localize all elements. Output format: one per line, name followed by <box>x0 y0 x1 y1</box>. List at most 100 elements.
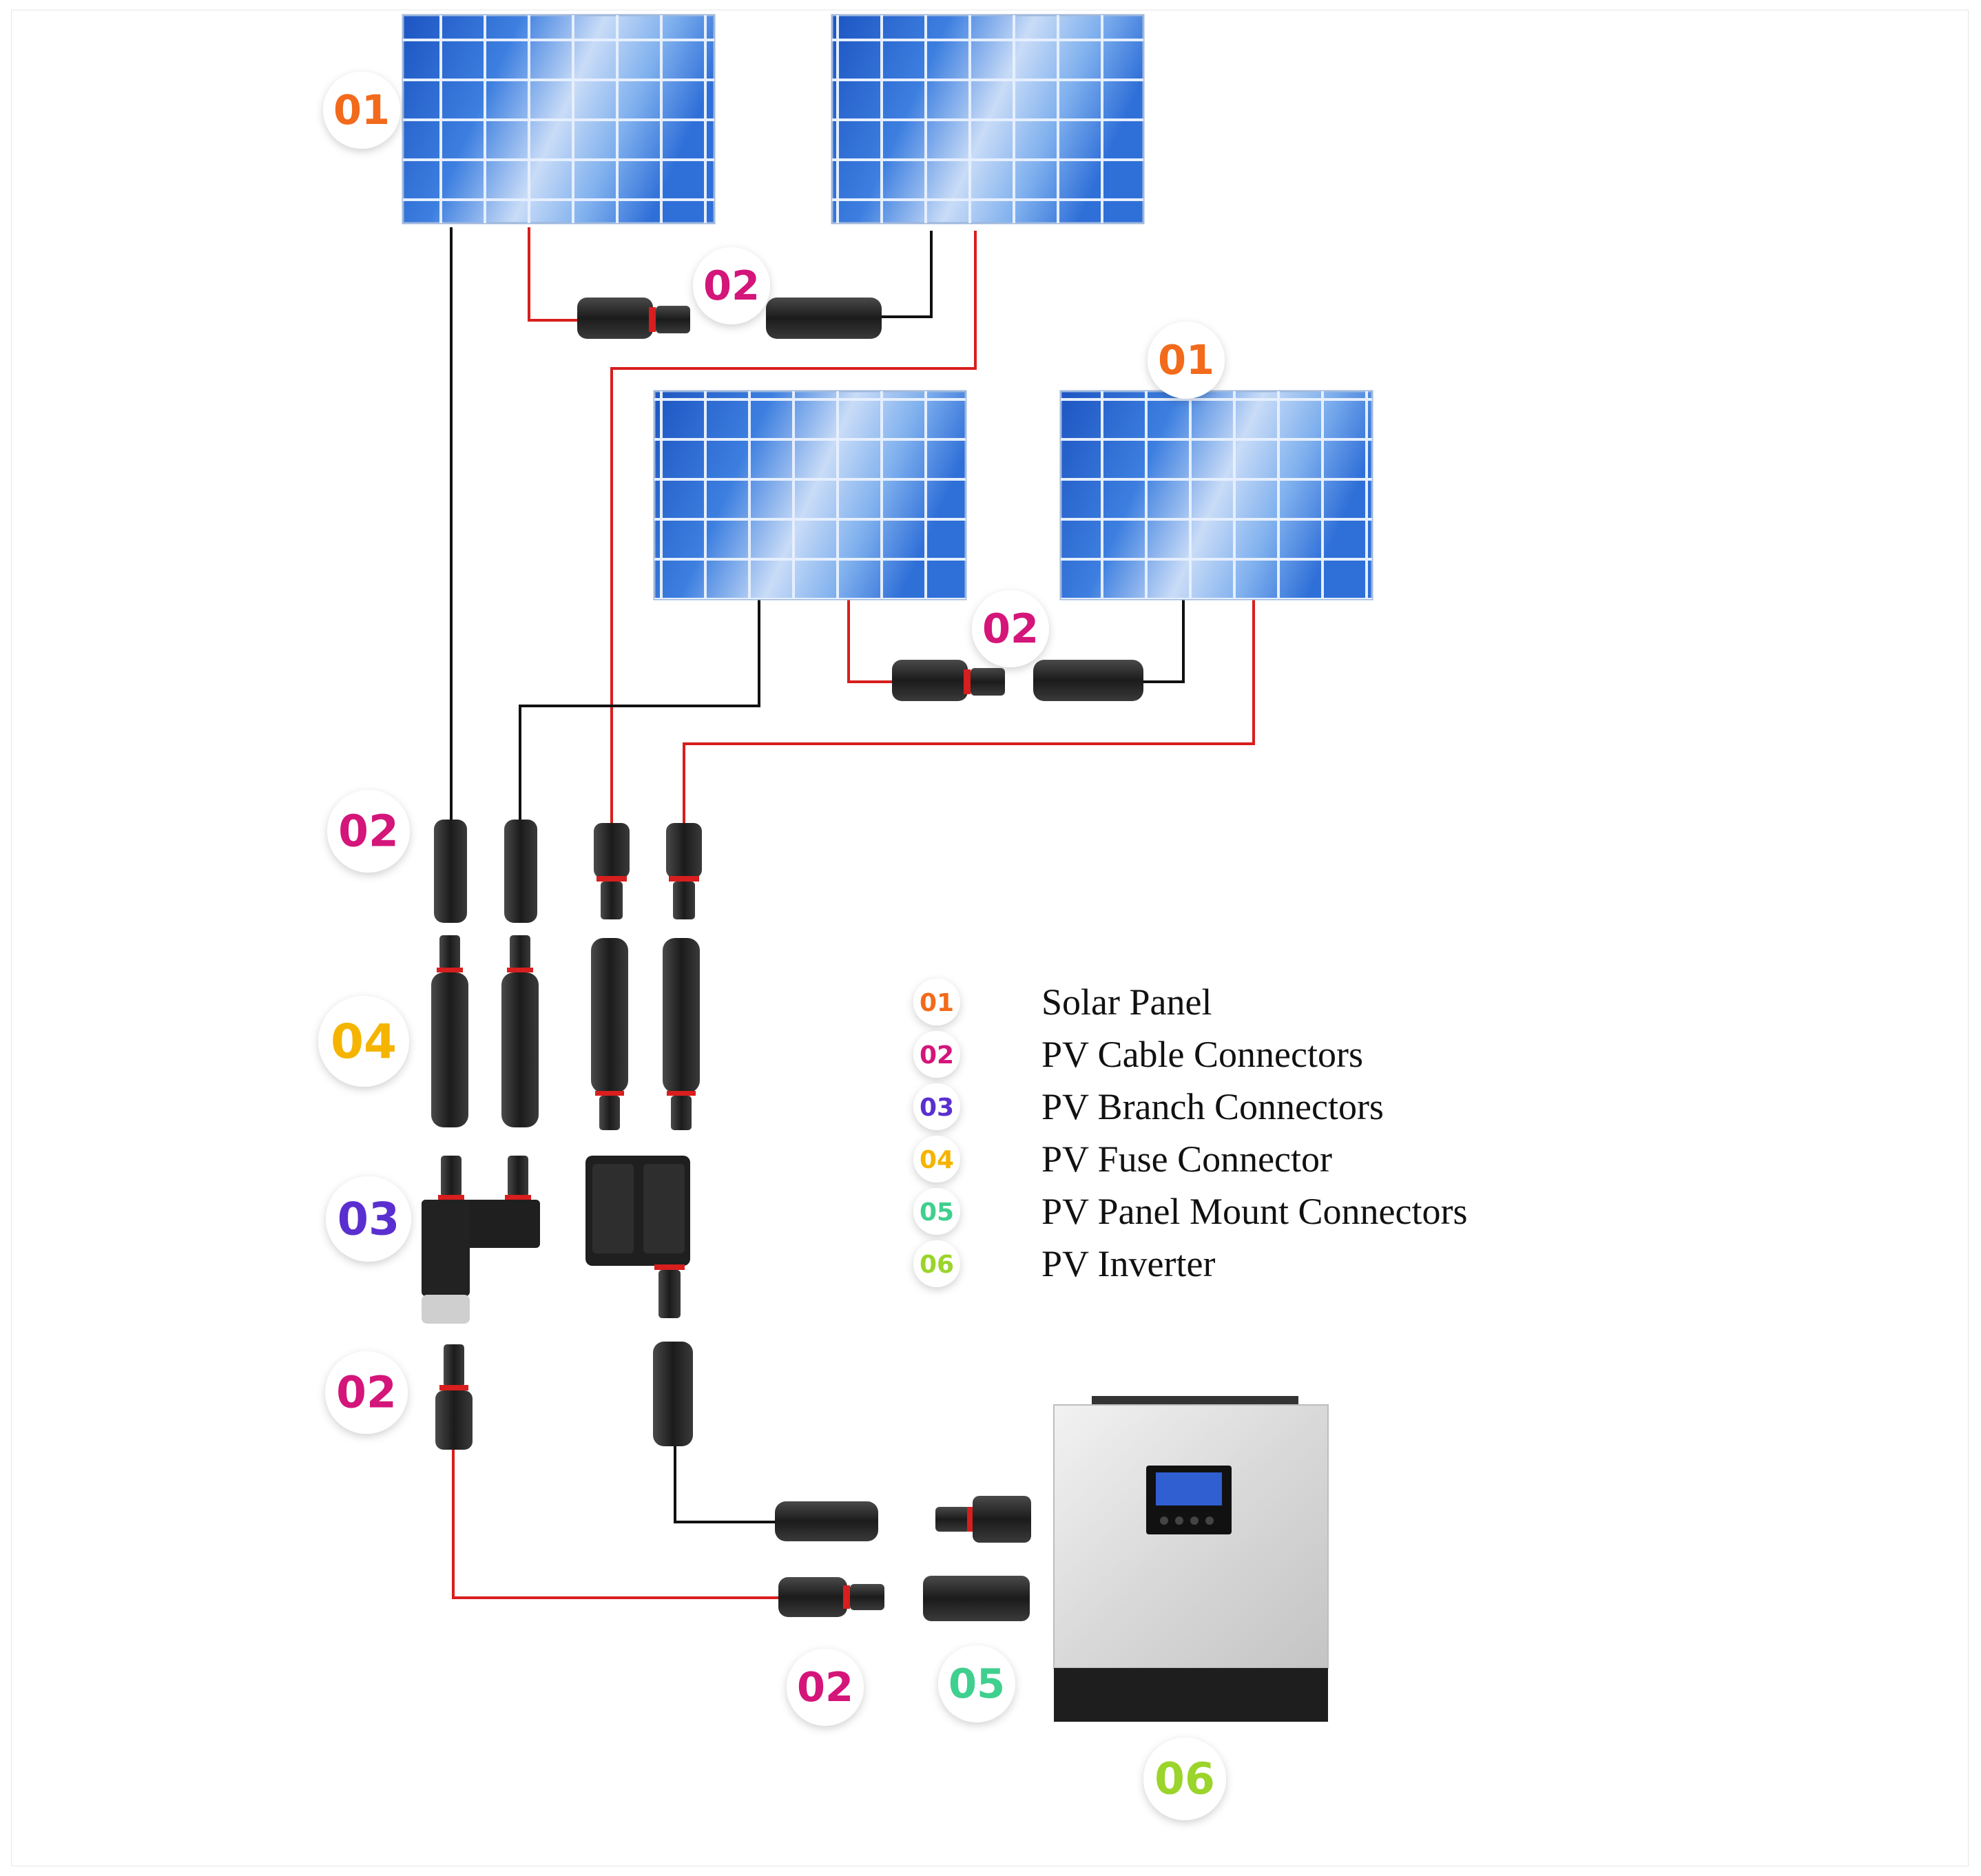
vertical-connectors <box>422 820 702 1450</box>
badge-circle <box>327 790 410 873</box>
wire-red-mid-array <box>683 599 1255 823</box>
legend-badge <box>913 1136 960 1182</box>
wire-red-top-series <box>528 227 577 322</box>
legend: 01 Solar Panel 02 PV Cable Connectors 03 PV B… <box>913 979 1468 1287</box>
badge-circle <box>1148 322 1225 399</box>
legend-item-01: 01 Solar Panel <box>913 979 1212 1025</box>
badge-05: 05 <box>938 1645 1015 1722</box>
badge-number: 02 <box>797 1663 853 1711</box>
legend-label: PV Fuse Connector <box>1041 1138 1332 1180</box>
badge-03: 03 <box>326 1176 411 1262</box>
badge-circle <box>318 996 409 1087</box>
mc4-male-connector-icon <box>778 1577 884 1617</box>
number-badges: 01 02 01 02 02 04 03 02 02 05 06 <box>318 72 1226 1820</box>
badge-04: 04 <box>318 996 409 1087</box>
inline-fuse-icon <box>591 938 628 1130</box>
wires <box>450 227 1255 1599</box>
legend-number: 04 <box>920 1146 954 1174</box>
badge-number: 06 <box>1154 1754 1215 1804</box>
legend-badge <box>913 1031 960 1078</box>
wire-black-top-series <box>882 231 933 318</box>
mc4-male-connector-icon <box>435 1344 473 1450</box>
wire-black-mid-series <box>1143 599 1185 683</box>
badge-circle <box>325 1351 408 1434</box>
mc4-male-connector-icon <box>577 298 690 339</box>
legend-badge <box>913 1240 960 1287</box>
legend-number: 06 <box>920 1251 954 1279</box>
mc4-female-connector-icon <box>775 1501 878 1541</box>
badge-number: 02 <box>982 605 1039 652</box>
panel-mount-connector-icon <box>923 1576 1030 1621</box>
legend-label: PV Cable Connectors <box>1041 1034 1363 1075</box>
badge-02: 02 <box>693 247 770 324</box>
solar-panel-icon <box>1059 390 1373 601</box>
badge-number: 03 <box>338 1194 400 1245</box>
badge-number: 02 <box>336 1368 397 1418</box>
legend-item-05: 05 PV Panel Mount Connectors <box>913 1188 1468 1235</box>
badge-06: 06 <box>1143 1738 1226 1820</box>
wire-red-mid-series <box>847 599 892 683</box>
mc4-male-connector-icon <box>666 823 702 919</box>
mc4-female-connector-icon <box>504 820 537 923</box>
legend-number: 01 <box>920 989 954 1017</box>
mc4-female-connector-icon <box>434 820 467 923</box>
badge-circle <box>326 1176 411 1262</box>
solar-panel-icon <box>831 14 1145 225</box>
inline-fuse-icon <box>431 935 468 1127</box>
badge-number: 04 <box>331 1014 397 1070</box>
wire-red-top-array <box>610 231 977 823</box>
solar-panels <box>402 14 1373 601</box>
badge-circle <box>323 72 400 149</box>
badge-01: 01 <box>323 72 400 149</box>
badge-02: 02 <box>787 1649 864 1726</box>
mc4-male-connector-icon <box>892 660 1005 701</box>
legend-number: 03 <box>920 1094 954 1122</box>
wire-black-output <box>674 1439 775 1523</box>
wire-red-output <box>452 1450 778 1599</box>
legend-item-03: 03 PV Branch Connectors <box>913 1083 1384 1130</box>
solar-panel-icon <box>653 390 967 601</box>
legend-item-06: 06 PV Inverter <box>913 1240 1215 1287</box>
inverter-icon <box>1053 1396 1329 1722</box>
mc4-female-connector-icon <box>1033 660 1143 701</box>
badge-circle <box>938 1645 1015 1722</box>
legend-number: 05 <box>920 1198 954 1227</box>
legend-label: PV Inverter <box>1041 1243 1215 1284</box>
inline-fuse-icon <box>663 938 700 1130</box>
badge-circle <box>1143 1738 1226 1820</box>
legend-label: PV Branch Connectors <box>1041 1086 1384 1127</box>
badge-number: 01 <box>333 86 390 134</box>
panel-mount-connectors <box>923 1496 1031 1621</box>
legend-label: Solar Panel <box>1041 981 1212 1023</box>
legend-badge <box>913 979 960 1025</box>
diagram-frame <box>11 10 1969 1866</box>
mc4-male-connector-icon <box>594 823 630 919</box>
inline-fuse-icon <box>501 935 539 1127</box>
wire-black-mid-array <box>519 599 760 820</box>
panel-mount-connector-icon <box>935 1496 1031 1543</box>
badge-02: 02 <box>972 590 1049 667</box>
badge-02: 02 <box>327 790 410 873</box>
badge-number: 02 <box>338 806 399 857</box>
legend-item-02: 02 PV Cable Connectors <box>913 1031 1363 1078</box>
legend-badge <box>913 1083 960 1130</box>
badge-circle <box>787 1649 864 1726</box>
branch-connector-icon <box>422 1156 540 1324</box>
legend-item-04: 04 PV Fuse Connector <box>913 1136 1332 1182</box>
branch-connector-icon <box>585 1156 690 1318</box>
badge-01: 01 <box>1148 322 1225 399</box>
legend-number: 02 <box>920 1041 954 1070</box>
mc4-female-connector-icon <box>653 1342 693 1446</box>
horizontal-connectors <box>577 298 1143 1617</box>
badge-02: 02 <box>325 1351 408 1434</box>
badge-circle <box>693 247 770 324</box>
legend-badge <box>913 1188 960 1235</box>
badge-circle <box>972 590 1049 667</box>
badge-number: 01 <box>1158 336 1214 384</box>
mc4-female-connector-icon <box>766 298 882 339</box>
legend-label: PV Panel Mount Connectors <box>1041 1191 1468 1232</box>
badge-number: 02 <box>703 262 760 309</box>
badge-number: 05 <box>948 1660 1005 1707</box>
